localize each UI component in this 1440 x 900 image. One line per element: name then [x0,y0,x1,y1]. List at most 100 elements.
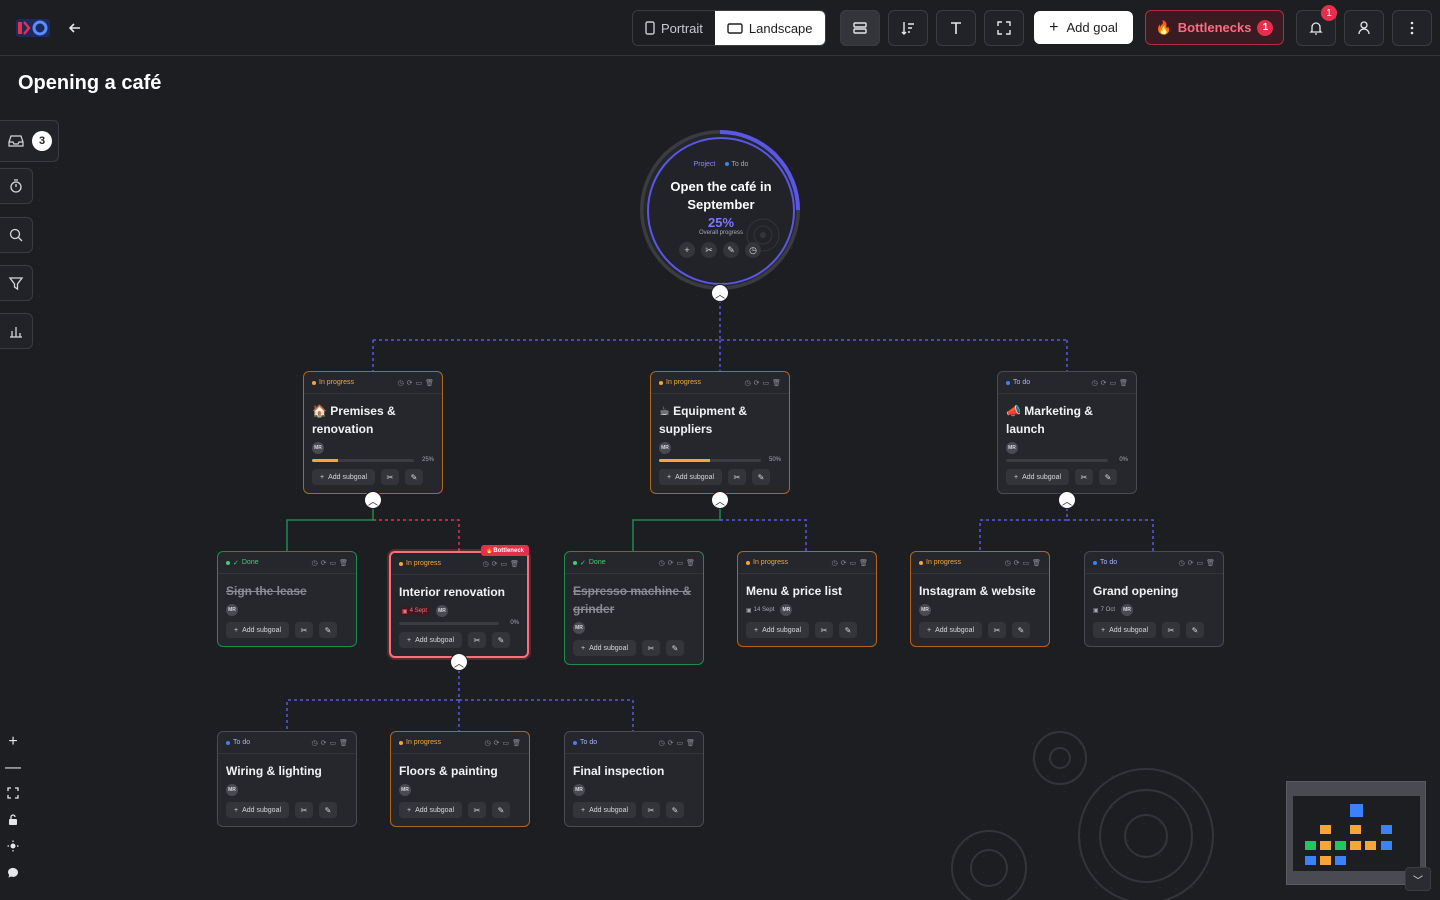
trash-icon: 🗑 [1032,559,1041,567]
ai-wand-icon[interactable]: ✂ [815,622,834,638]
plus-icon: + [754,626,759,634]
app-logo[interactable] [16,16,50,40]
fullscreen-icon [997,21,1011,35]
edit-icon[interactable]: ✎ [492,802,511,818]
chat-icon[interactable] [0,859,26,885]
timer-button[interactable] [0,168,33,204]
layout-button[interactable] [840,10,880,46]
collapse-chevron-icon[interactable]: ︿ [364,491,382,509]
collapse-chevron-icon[interactable]: ︿ [711,491,729,509]
edit-icon[interactable]: ✎ [1186,622,1205,638]
ai-wand-icon[interactable]: ✂ [468,802,487,818]
goal-card-wiring[interactable]: To do ◷⟳▭🗑 Wiring & lighting MR +Add sub… [217,731,357,827]
edit-icon[interactable]: ✎ [723,242,739,258]
add-subgoal-button[interactable]: +Add subgoal [659,469,723,485]
timer-icon[interactable]: ◷ [745,242,761,258]
sun-icon[interactable] [0,833,26,859]
profile-button[interactable] [1344,10,1384,46]
ai-wand-icon[interactable]: ✂ [468,632,487,648]
avatar: MR [573,622,585,634]
edit-icon[interactable]: ✎ [1099,469,1118,485]
edit-icon[interactable]: ✎ [319,802,338,818]
ai-wand-icon[interactable]: ✂ [295,802,314,818]
progress-bar [1006,458,1108,462]
stats-button[interactable] [0,313,33,349]
landscape-option[interactable]: Landscape [714,11,825,45]
ai-wand-icon[interactable]: ✂ [988,622,1007,638]
ai-wand-icon[interactable]: ✂ [381,469,400,485]
goal-card-grand-opening[interactable]: To do ◷⟳▭🗑 Grand opening ▣7 Oct MR +Add … [1084,551,1224,647]
card-icons: ◷⟳▭🗑 [1092,379,1129,387]
goal-card-espresso[interactable]: ✓ Done ◷⟳▭🗑 Espresso machine & grinder M… [564,551,704,665]
goal-card-marketing[interactable]: To do ◷⟳▭🗑 📣 Marketing & launch MR 0% +A… [997,371,1137,494]
goal-card-lease[interactable]: ✓ Done ◷⟳▭🗑 Sign the lease MR +Add subgo… [217,551,357,647]
edit-icon[interactable]: ✎ [666,802,685,818]
calendar-icon: ▣ [746,607,752,614]
link-icon: ⟳ [493,739,500,747]
goal-card-interior[interactable]: 🔥 Bottleneck In progress ◷⟳▭🗑 Interior r… [389,545,529,658]
collapse-chevron-icon[interactable]: ︿ [1058,491,1076,509]
sort-button[interactable] [888,10,928,46]
more-button[interactable] [1392,10,1432,46]
search-button[interactable] [0,217,33,253]
inbox-button[interactable]: 3 [0,120,59,162]
goal-card-menu[interactable]: In progress ◷⟳▭🗑 Menu & price list ▣14 S… [737,551,877,647]
ai-wand-icon[interactable]: ✂ [701,242,717,258]
edit-icon[interactable]: ✎ [1012,622,1031,638]
collapse-chevron-icon[interactable]: ︿ [450,653,468,671]
edit-icon[interactable]: ✎ [752,469,771,485]
add-subgoal-button[interactable]: +Add subgoal [573,802,637,818]
zoom-out-icon[interactable]: — [5,759,21,776]
goal-card-equipment[interactable]: In progress ◷⟳▭🗑 ☕ Equipment & suppliers… [650,371,790,494]
project-tag: Project [693,161,716,168]
add-subgoal-button[interactable]: +Add subgoal [312,469,376,485]
text-button[interactable] [936,10,976,46]
add-subgoal-button[interactable]: +Add subgoal [1093,622,1157,638]
text-icon [951,22,961,34]
zoom-in-icon[interactable]: + [8,733,18,750]
goal-card-inspection[interactable]: To do ◷⟳▭🗑 Final inspection MR +Add subg… [564,731,704,827]
edit-icon[interactable]: ✎ [666,640,685,656]
add-icon[interactable]: + [679,242,695,258]
ai-wand-icon[interactable]: ✂ [728,469,747,485]
back-arrow-icon[interactable] [62,16,88,40]
edit-icon[interactable]: ✎ [405,469,424,485]
ai-wand-icon[interactable]: ✂ [1162,622,1181,638]
add-subgoal-button[interactable]: +Add subgoal [1006,469,1070,485]
add-subgoal-button[interactable]: +Add subgoal [226,622,290,638]
bottlenecks-button[interactable]: 🔥 Bottlenecks 1 [1145,10,1284,45]
portrait-option[interactable]: Portrait [633,11,715,45]
add-subgoal-button[interactable]: +Add subgoal [399,632,463,648]
collapse-chevron-icon[interactable]: ︿ [711,284,729,302]
edit-icon[interactable]: ✎ [319,622,338,638]
decor-target-icon [746,218,780,252]
add-subgoal-button[interactable]: +Add subgoal [226,802,290,818]
notifications-button[interactable] [1296,10,1336,46]
lock-icon[interactable] [0,807,26,833]
add-subgoal-button[interactable]: +Add subgoal [919,622,983,638]
add-goal-button[interactable]: + Add goal [1034,11,1133,44]
root-progress: 25% [707,215,735,230]
add-subgoal-button[interactable]: +Add subgoal [746,622,810,638]
plus-icon: + [407,806,412,814]
ai-wand-icon[interactable]: ✂ [295,622,314,638]
minimap-node [1365,841,1376,850]
edit-icon[interactable]: ✎ [839,622,858,638]
fullscreen-button[interactable] [984,10,1024,46]
ai-wand-icon[interactable]: ✂ [642,640,661,656]
goal-card-premises[interactable]: In progress ◷⟳▭🗑 🏠 Premises & renovation… [303,371,443,494]
card-icons: ◷⟳▭🗑 [659,739,696,747]
fit-view-icon[interactable] [0,780,26,806]
root-goal-node[interactable]: Project To do Open the café in September… [640,130,800,290]
minimap[interactable] [1286,781,1426,885]
minimap-chevron-down-icon[interactable]: ﹀ [1405,867,1431,891]
filter-button[interactable] [0,265,33,301]
inbox-icon: ▭ [500,560,508,568]
ai-wand-icon[interactable]: ✂ [1075,469,1094,485]
add-subgoal-button[interactable]: +Add subgoal [573,640,637,656]
edit-icon[interactable]: ✎ [492,632,511,648]
goal-card-instagram[interactable]: In progress ◷⟳▭🗑 Instagram & website MR … [910,551,1050,647]
add-subgoal-button[interactable]: +Add subgoal [399,802,463,818]
ai-wand-icon[interactable]: ✂ [642,802,661,818]
goal-card-floors[interactable]: In progress ◷⟳▭🗑 Floors & painting MR +A… [390,731,530,827]
